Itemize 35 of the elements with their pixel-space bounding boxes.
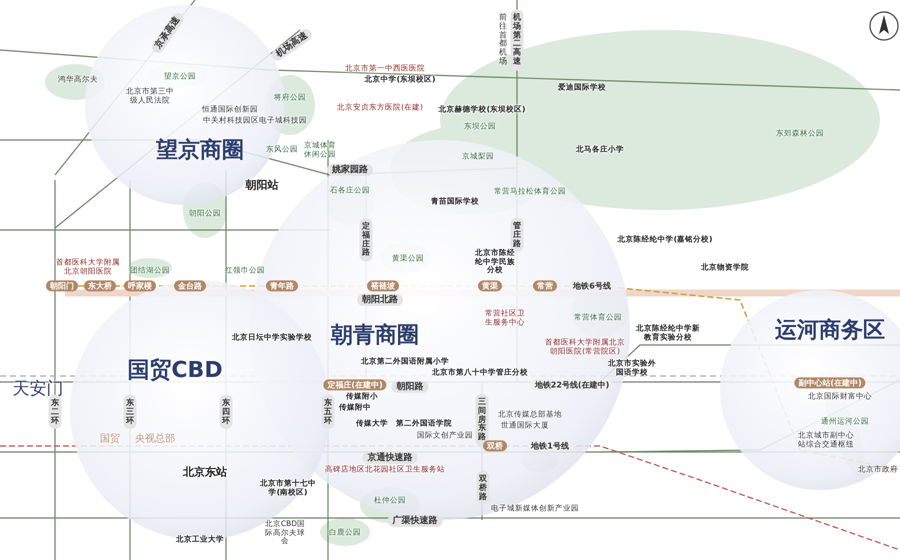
road-label: 朝阳路 [392, 380, 428, 394]
direction-label: 前往首都机场 [498, 14, 508, 66]
road-label: 姚家园路 [327, 164, 373, 176]
station-label: 双桥 [483, 440, 507, 452]
landmark-label: 央视总部 [135, 433, 175, 445]
station-label: 金台路 [174, 280, 206, 292]
district-title: 运河商务区 [775, 317, 885, 345]
district-title: 望京商圈 [156, 137, 244, 165]
subway-line-label: 地铁6号线 [569, 280, 615, 292]
road-label: 定福庄路 [360, 218, 372, 262]
station-label: 北京东站 [183, 466, 227, 480]
road-label: 三间房东路 [476, 394, 488, 446]
road-label: 广渠快速路 [388, 514, 442, 528]
road-label: 东三环 [124, 394, 136, 430]
road-label: 朝阳北路 [357, 294, 403, 306]
station-label: 褡裢坡 [367, 280, 399, 292]
subway-line-label: 地铁1号线 [527, 440, 573, 452]
station-label: 定福庄(在建中) [323, 379, 387, 391]
road-label: 京通快速路 [362, 452, 418, 464]
road-label: 机场第二高速 [510, 10, 524, 70]
district-title: 国贸CBD [127, 357, 223, 385]
station-label: 青年路 [266, 280, 298, 292]
station-label: 呼家楼 [124, 280, 156, 292]
district-title: 朝青商圈 [331, 322, 419, 350]
road-label: 东四环 [220, 394, 232, 430]
station-label: 朝阳门 [46, 280, 78, 292]
subway-line-label: 地铁22号线(在建中) [530, 379, 614, 391]
station-label: 东大桥 [84, 280, 116, 292]
road-label: 东二环 [48, 394, 62, 430]
station-label: 副中心站(在建中) [794, 377, 866, 389]
road-label: 双桥路 [476, 470, 490, 506]
station-label: 常营 [533, 280, 557, 292]
station-label: 朝阳站 [246, 180, 278, 192]
road-label: 东五环 [322, 394, 334, 430]
landmark-label: 国贸 [100, 433, 120, 445]
